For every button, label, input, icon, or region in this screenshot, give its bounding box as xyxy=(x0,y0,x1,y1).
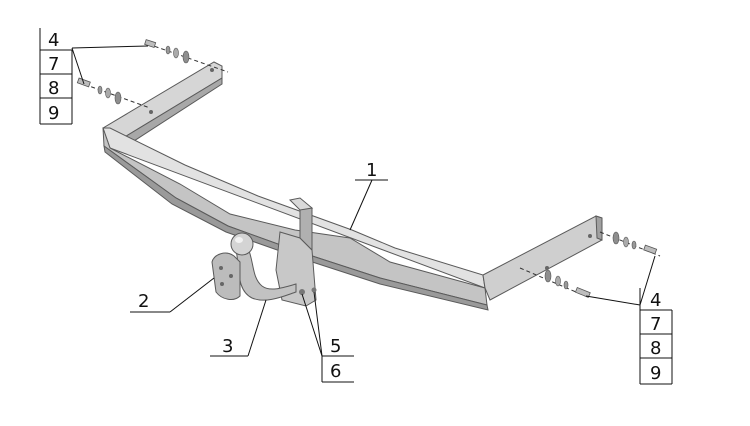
right-arm-end xyxy=(595,215,603,241)
callout-label-9: 9 xyxy=(650,363,661,384)
bolt xyxy=(144,39,157,48)
callout-label-5: 5 xyxy=(330,336,341,357)
callout-stack-bottom: 5 6 xyxy=(321,336,354,383)
flange-plate-shape xyxy=(211,252,241,300)
callout-label-6: 6 xyxy=(330,361,341,382)
spring-washer xyxy=(165,45,171,55)
left-fastener-set-top xyxy=(144,39,229,73)
bracket-bolt xyxy=(299,289,305,295)
callout-label-8: 8 xyxy=(650,338,661,359)
callout-stack-right: 4 7 8 9 xyxy=(639,288,673,385)
right-fastener-set-bottom xyxy=(519,267,591,299)
nut xyxy=(114,91,122,105)
bolt xyxy=(643,244,658,255)
leader-lines xyxy=(71,45,656,357)
tow-ball xyxy=(230,232,254,256)
callout-label-8: 8 xyxy=(48,78,59,99)
bracket-bolt xyxy=(311,287,317,293)
plate-hole xyxy=(229,274,233,278)
nut xyxy=(612,231,620,245)
spring-washer xyxy=(563,280,569,290)
tow-ball-assembly xyxy=(230,232,297,301)
callout-label-3: 3 xyxy=(222,336,233,357)
crossbar-bottom xyxy=(103,144,489,311)
plate-hole xyxy=(220,282,224,286)
left-arm-hole xyxy=(149,110,153,114)
callout-label-9: 9 xyxy=(48,103,59,124)
left-arm-hole xyxy=(210,68,214,72)
callout-stack-top-left: 4 7 8 9 xyxy=(39,28,73,125)
washer xyxy=(105,87,111,99)
right-mounting-arm xyxy=(482,215,603,301)
bolt xyxy=(574,287,591,298)
right-arm-hole xyxy=(545,266,549,270)
callout-label-1: 1 xyxy=(366,160,377,181)
left-fastener-set-bottom xyxy=(76,77,151,109)
right-arm-hole xyxy=(588,234,592,238)
ball-neck xyxy=(235,247,297,301)
callout-label-4: 4 xyxy=(650,290,661,311)
callout-label-4: 4 xyxy=(48,30,59,51)
ball-highlight xyxy=(235,237,243,243)
washer xyxy=(555,275,561,287)
right-fastener-set-top xyxy=(599,231,661,257)
spring-washer xyxy=(97,85,103,95)
spring-washer xyxy=(631,240,637,250)
callout-label-2: 2 xyxy=(138,291,149,312)
bracket-top-lug xyxy=(288,197,314,211)
plate-hole xyxy=(219,266,223,270)
callout-label-7: 7 xyxy=(650,314,661,335)
nut xyxy=(182,50,190,64)
washer xyxy=(173,47,179,59)
crossbar-top xyxy=(102,127,486,289)
nut xyxy=(544,269,552,283)
tow-bar-frame xyxy=(102,61,603,311)
flange-plate xyxy=(211,252,241,300)
washer xyxy=(623,236,629,248)
callout-label-7: 7 xyxy=(48,54,59,75)
